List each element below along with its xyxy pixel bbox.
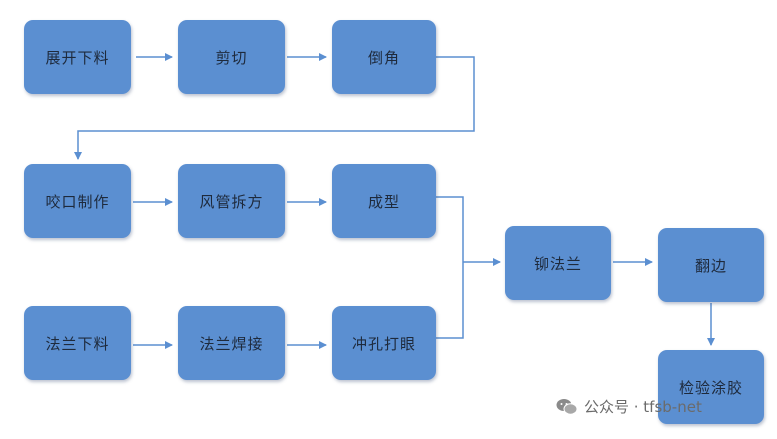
node-label: 翻边	[694, 256, 727, 275]
node-flange-weld: 法兰焊接	[178, 306, 285, 380]
node-duct-assembly: 风管拆方	[178, 164, 285, 238]
node-flange-blank: 法兰下料	[24, 306, 131, 380]
node-seam-lock: 咬口制作	[24, 164, 131, 238]
node-rivet-flange: 铆法兰	[505, 226, 611, 300]
node-label: 展开下料	[45, 48, 110, 67]
node-label: 倒角	[367, 48, 400, 67]
edge-chamfer-to-seam-lock	[74, 56, 475, 160]
node-label: 成型	[367, 192, 400, 211]
node-label: 检验涂胶	[678, 378, 743, 397]
edge-forming-to-rivet	[436, 196, 464, 262]
wechat-icon	[556, 398, 578, 415]
node-label: 剪切	[215, 48, 248, 67]
node-punch: 冲孔打眼	[332, 306, 436, 380]
node-label: 咬口制作	[45, 192, 110, 211]
edge-punch-to-rivet	[436, 262, 464, 339]
node-cut: 剪切	[178, 20, 285, 94]
node-label: 法兰下料	[45, 334, 110, 353]
node-label: 铆法兰	[533, 254, 582, 273]
node-flanging: 翻边	[658, 228, 764, 302]
node-unroll-blank: 展开下料	[24, 20, 131, 94]
node-inspect-seal: 检验涂胶	[658, 350, 764, 424]
node-label: 冲孔打眼	[351, 334, 416, 353]
node-forming: 成型	[332, 164, 436, 238]
watermark-text: 公众号 · tfsb-net	[584, 398, 702, 416]
watermark: 公众号 · tfsb-net	[556, 396, 702, 417]
node-label: 法兰焊接	[199, 334, 264, 353]
node-label: 风管拆方	[199, 192, 264, 211]
node-chamfer: 倒角	[332, 20, 436, 94]
